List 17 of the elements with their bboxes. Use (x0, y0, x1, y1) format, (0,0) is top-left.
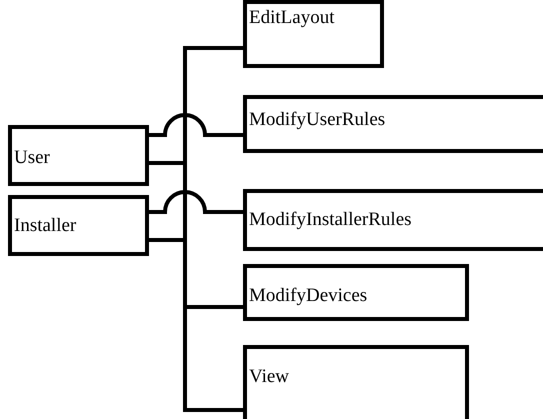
use-case-box (243, 345, 469, 419)
connector-line (149, 238, 243, 412)
node-label: EditLayout (249, 7, 334, 29)
node-label: User (14, 147, 50, 169)
node-label: ModifyDevices (249, 285, 368, 307)
node-label: Installer (14, 215, 76, 237)
actor-box (8, 195, 149, 256)
connector-line (149, 190, 243, 214)
actor-box (8, 125, 149, 186)
use-case-box (243, 0, 384, 68)
use-case-box (243, 264, 469, 321)
node-label: ModifyInstallerRules (249, 209, 412, 231)
use-case-box (243, 95, 543, 153)
node-label: ModifyUserRules (249, 109, 386, 131)
use-case-box (243, 189, 543, 251)
connector-line (149, 113, 243, 137)
node-label: View (249, 366, 290, 388)
